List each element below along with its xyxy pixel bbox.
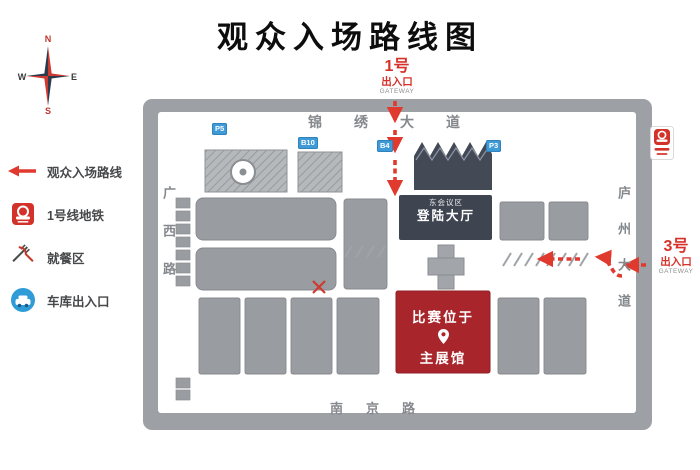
hall-block — [548, 201, 589, 241]
compass-n: N — [45, 34, 52, 44]
stop-badge-p5: P5 — [212, 123, 228, 135]
legend-item-dining: 就餐区 — [8, 242, 138, 272]
gateway-1-name: 出入口 — [381, 76, 413, 89]
registration-hall-label: 东会议区 登陆大厅 — [400, 198, 492, 224]
registration-hall-badge — [399, 195, 492, 240]
compass-e: E — [71, 72, 77, 82]
hall-block — [198, 297, 241, 375]
landscaped-plots — [204, 149, 343, 193]
stop-badge-b10: B10 — [298, 137, 318, 149]
hall-block — [290, 297, 333, 375]
left-service-blocks — [175, 197, 191, 401]
gateway-3-name: 出入口 — [660, 256, 692, 269]
hall-block — [336, 297, 380, 375]
dining-icon — [8, 244, 38, 270]
legend: 观众入场路线 1号线地铁 — [8, 156, 138, 328]
hall-block — [195, 197, 337, 241]
sawtooth-roof — [414, 142, 492, 190]
stop-badge-p3: P3 — [486, 140, 502, 152]
page-title: 观众入场路线图 — [217, 20, 483, 55]
main-hall-label: 比赛位于 主展馆 — [396, 301, 490, 367]
entrance-structure — [427, 244, 465, 290]
gateway-3-en: GATEWAY — [658, 268, 694, 276]
gateway-1-en: GATEWAY — [379, 88, 415, 96]
hall-block — [195, 247, 337, 291]
road-label-north: 锦绣大道 — [308, 114, 492, 130]
gateway-1-label: 1号 出入口 GATEWAY — [365, 58, 429, 96]
metro-logo-corner-icon — [650, 126, 674, 160]
registration-hall — [399, 142, 492, 290]
compass-rose: N W E S — [18, 34, 77, 116]
gateway-3-number: 3号 — [663, 238, 689, 255]
legend-label-route: 观众入场路线 — [47, 165, 123, 180]
stop-badge-b4: B4 — [377, 140, 393, 152]
registration-hall-name: 登陆大厅 — [416, 208, 475, 223]
legend-item-metro: 1号线地铁 — [8, 199, 138, 229]
metro-logo-icon — [8, 202, 38, 226]
legend-label-garage: 车库出入口 — [47, 294, 110, 309]
legend-label-dining: 就餐区 — [47, 251, 85, 266]
hall-block — [244, 297, 287, 375]
legend-label-metro: 1号线地铁 — [47, 208, 104, 223]
hall-block — [343, 198, 388, 290]
main-hall-line2: 主展馆 — [419, 351, 467, 366]
hall-block — [543, 297, 587, 375]
route-arrow-icon — [8, 164, 38, 178]
road-label-west: 广西路 — [161, 186, 176, 300]
compass-star-icon — [26, 46, 70, 106]
hall-block — [497, 297, 540, 375]
hall-block — [499, 201, 545, 241]
venue-map — [143, 99, 652, 430]
route-gateway3 — [536, 249, 646, 278]
compass-s: S — [45, 106, 51, 116]
gateway-1-number: 1号 — [384, 58, 410, 75]
road-label-south: 南京路 — [330, 401, 439, 416]
legend-item-garage: 车库出入口 — [8, 285, 138, 315]
garage-car-icon — [8, 287, 38, 313]
road-label-east: 庐州大道 — [616, 186, 631, 330]
registration-hall-sub: 东会议区 — [429, 198, 463, 207]
gateway-3-label: 3号 出入口 GATEWAY — [653, 238, 699, 276]
compass-w: W — [18, 72, 27, 82]
legend-item-route: 观众入场路线 — [8, 156, 138, 186]
dining-marker-icon — [312, 280, 326, 294]
exhibition-halls — [195, 197, 589, 375]
main-hall-line1: 比赛位于 — [412, 310, 474, 325]
location-pin-icon — [437, 329, 449, 344]
